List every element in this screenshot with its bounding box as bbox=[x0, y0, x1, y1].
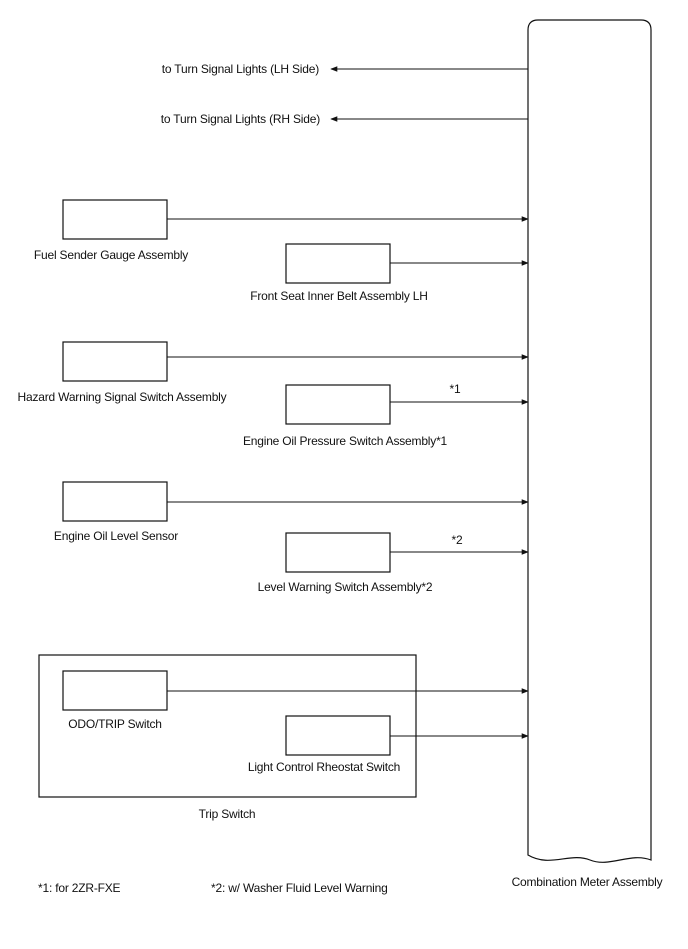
rheostat-label: Light Control Rheostat Switch bbox=[247, 760, 401, 774]
rheostat-box bbox=[285, 715, 391, 756]
front-seat-belt-box bbox=[285, 243, 391, 284]
oil-level-box bbox=[62, 481, 168, 522]
wire-note-1: *1 bbox=[449, 382, 461, 396]
odo-trip-label: ODO/TRIP Switch bbox=[68, 717, 162, 731]
trip-switch-label: Trip Switch bbox=[198, 807, 256, 821]
front-seat-belt-label: Front Seat Inner Belt Assembly LH bbox=[250, 289, 428, 303]
footnote-1: *1: for 2ZR-FXE bbox=[38, 881, 121, 895]
combination-meter-label: Combination Meter Assembly bbox=[511, 875, 663, 889]
oil-pressure-label: Engine Oil Pressure Switch Assembly*1 bbox=[242, 434, 448, 448]
odo-trip-box bbox=[62, 670, 168, 711]
wire-note-2: *2 bbox=[451, 533, 463, 547]
combination-meter-body bbox=[527, 19, 652, 863]
fuel-sender-label: Fuel Sender Gauge Assembly bbox=[33, 248, 189, 262]
hazard-switch-label: Hazard Warning Signal Switch Assembly bbox=[17, 390, 227, 404]
footnote-2: *2: w/ Washer Fluid Level Warning bbox=[211, 881, 388, 895]
level-warning-label: Level Warning Switch Assembly*2 bbox=[257, 580, 433, 594]
oil-pressure-box bbox=[285, 384, 391, 425]
level-warning-box bbox=[285, 532, 391, 573]
turn-rh-label: to Turn Signal Lights (RH Side) bbox=[160, 112, 320, 126]
oil-level-label: Engine Oil Level Sensor bbox=[53, 529, 179, 543]
hazard-switch-box bbox=[62, 341, 168, 382]
trip-switch-group-box bbox=[38, 654, 417, 798]
turn-lh-label: to Turn Signal Lights (LH Side) bbox=[161, 62, 319, 76]
fuel-sender-box bbox=[62, 199, 168, 240]
